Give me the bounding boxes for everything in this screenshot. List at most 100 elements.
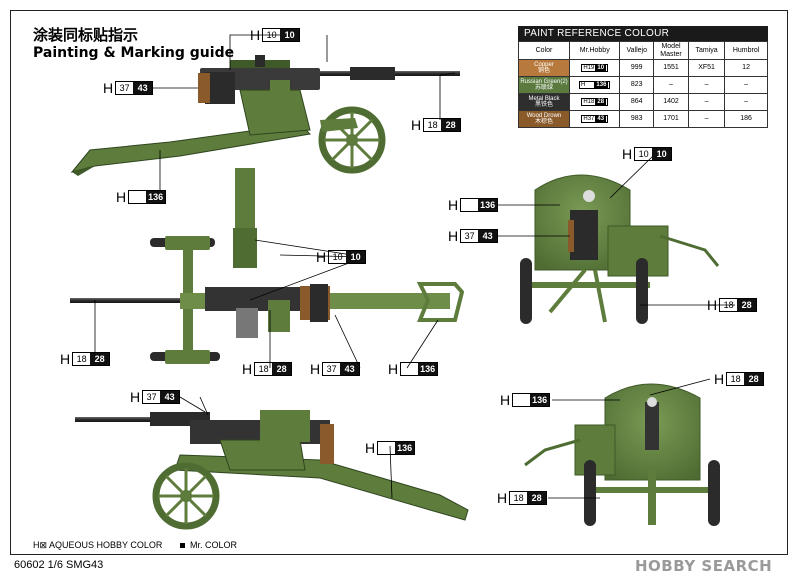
callout-mr-color-code: 10 xyxy=(346,251,366,263)
paint-callout: H 136 xyxy=(500,392,551,408)
callout-mr-color-code: 136 xyxy=(395,442,415,454)
vallejo-code: 983 xyxy=(619,110,654,128)
hobby-h-code: 19 xyxy=(587,64,595,71)
humbrol-code: 12 xyxy=(724,59,768,77)
callout-mr-color-code: 136 xyxy=(530,394,550,406)
model-master-code: 1551 xyxy=(653,59,689,77)
callout-hobby-code: 10 xyxy=(266,30,277,40)
callout-mr-color-code: 10 xyxy=(652,148,672,160)
callout-h-label: H xyxy=(388,361,399,377)
callout-hobby-code: 37 xyxy=(326,364,337,374)
hobby-c-code: 43 xyxy=(595,115,607,123)
tamiya-code: – xyxy=(687,76,726,94)
product-code: 60602 1/6 SMG43 xyxy=(14,559,104,571)
paint-reference-table: PAINT REFERENCE COLOUR Color Mr.Hobby Va… xyxy=(518,26,768,128)
paint-table-header: Color Mr.Hobby Vallejo Model Master Tami… xyxy=(518,41,768,60)
model-master-code: – xyxy=(653,76,689,94)
callout-h-label: H xyxy=(497,490,508,506)
callout-hobby-code: 10 xyxy=(332,252,343,262)
black-square-icon xyxy=(180,542,185,548)
callout-mr-color-code: 28 xyxy=(441,119,461,131)
col-tamiya: Tamiya xyxy=(687,41,726,60)
callout-h-label: H xyxy=(130,389,141,405)
color-name-cn: 铜色 xyxy=(537,68,550,74)
hobby-c-code: 136 xyxy=(594,81,609,89)
title-english: Painting & Marking guide xyxy=(33,45,235,61)
callout-h-label: H xyxy=(714,371,725,387)
callout-mr-color-code: 28 xyxy=(527,492,547,504)
sheet-border xyxy=(10,10,788,555)
tamiya-code: – xyxy=(687,93,726,111)
callout-mr-color-code: 136 xyxy=(146,191,166,203)
col-mr-hobby: Mr.Hobby xyxy=(568,41,621,60)
callout-mr-color-code: 28 xyxy=(737,299,757,311)
callout-hobby-code: 18 xyxy=(723,300,734,310)
vallejo-code: 999 xyxy=(619,59,654,77)
legend-aqueous-label: H⊠ AQUEOUS HOBBY COLOR xyxy=(33,540,163,550)
col-model-master: Model Master xyxy=(653,41,689,60)
callout-h-label: H xyxy=(365,440,376,456)
model-master-code: 1701 xyxy=(653,110,689,128)
callout-hobby-code xyxy=(513,394,530,406)
callout-h-label: H xyxy=(448,197,459,213)
model-master-code: 1402 xyxy=(653,93,689,111)
callout-mr-color-code: 43 xyxy=(478,230,498,242)
side-view-top xyxy=(70,55,460,176)
side-view-bottom xyxy=(75,410,469,530)
callout-h-label: H xyxy=(500,392,511,408)
callout-hobby-code xyxy=(401,363,418,375)
callout-hobby-code: 37 xyxy=(464,231,475,241)
callout-hobby-code: 18 xyxy=(427,120,438,130)
tamiya-code: XF51 xyxy=(687,59,726,77)
callout-h-label: H xyxy=(250,27,261,43)
color-name: Russian Green(2) xyxy=(520,78,568,85)
callout-h-label: H xyxy=(448,228,459,244)
callout-mr-color-code: 10 xyxy=(280,29,300,41)
front-view-right xyxy=(524,383,720,526)
color-name-cn: 苏联绿 xyxy=(534,85,553,91)
color-name: Metal Black xyxy=(528,95,560,102)
paint-callout: H 136 xyxy=(448,197,499,213)
callout-h-label: H xyxy=(116,189,127,205)
callout-mr-color-code: 43 xyxy=(133,82,153,94)
callout-hobby-code: 37 xyxy=(146,392,157,402)
callout-mr-color-code: 28 xyxy=(272,363,292,375)
hobby-h-code: 18 xyxy=(587,98,595,105)
legend-mr-color-label: Mr. COLOR xyxy=(190,540,238,550)
vallejo-code: 823 xyxy=(619,76,654,94)
tamiya-code: – xyxy=(687,110,726,128)
col-humbrol: Humbrol xyxy=(724,41,768,60)
callout-h-label: H xyxy=(411,117,422,133)
callout-hobby-code: 18 xyxy=(258,364,269,374)
humbrol-code: – xyxy=(724,93,768,111)
callout-mr-color-code: 43 xyxy=(160,391,180,403)
callout-hobby-code: 18 xyxy=(513,493,524,503)
callout-mr-color-code: 43 xyxy=(340,363,360,375)
callout-h-label: H xyxy=(310,361,321,377)
callout-mr-color-code: 28 xyxy=(744,373,764,385)
callout-mr-color-code: 136 xyxy=(478,199,498,211)
legend-mr-color: Mr. COLOR xyxy=(180,540,237,550)
callout-hobby-code: 10 xyxy=(638,149,649,159)
col-color: Color xyxy=(518,41,570,60)
callout-hobby-code: 18 xyxy=(730,374,741,384)
